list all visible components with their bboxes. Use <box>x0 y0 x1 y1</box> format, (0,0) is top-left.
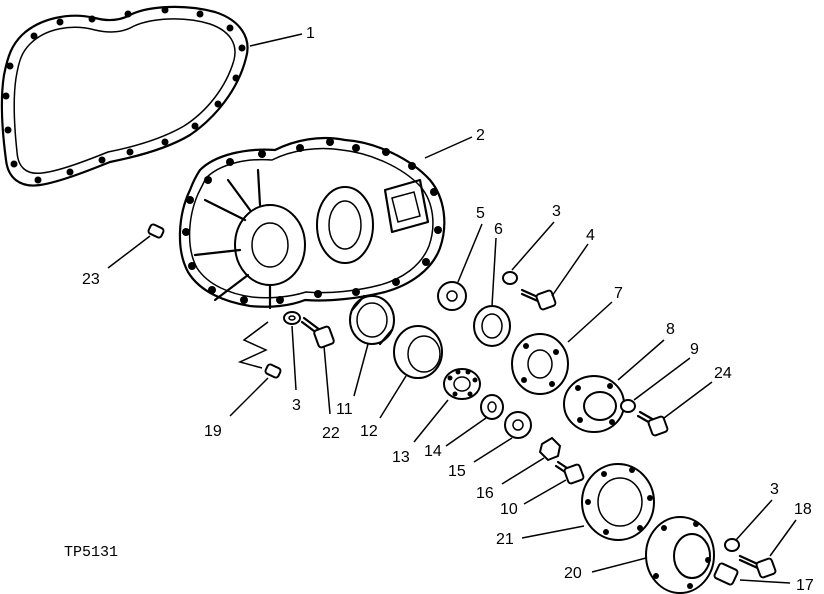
bearing-15 <box>504 411 532 439</box>
callout-4: 4 <box>586 227 595 244</box>
callout-19: 19 <box>204 423 222 440</box>
leader-lines <box>107 33 797 584</box>
callout-3-top: 3 <box>552 203 561 220</box>
callout-3-right: 3 <box>770 481 779 498</box>
callout-7: 7 <box>614 285 623 302</box>
bearing-14 <box>480 394 504 420</box>
callout-3-left: 3 <box>292 397 301 414</box>
callout-13: 13 <box>392 449 410 466</box>
plug-17 <box>713 562 739 586</box>
flange-cap-20 <box>645 516 715 594</box>
bearing-cup-11 <box>349 294 395 346</box>
bearing-cup-6 <box>473 305 511 347</box>
washer-3c <box>724 538 740 552</box>
callout-16: 16 <box>476 485 494 502</box>
callout-23: 23 <box>82 271 100 288</box>
callout-10: 10 <box>500 501 518 518</box>
callout-12: 12 <box>360 423 378 440</box>
callout-15: 15 <box>448 463 466 480</box>
bolt-22 <box>300 316 335 349</box>
bearing-cup-12 <box>393 325 443 379</box>
gasket-ring-21 <box>581 463 655 541</box>
bolt-24 <box>636 410 669 437</box>
figure-code: TP5131 <box>64 544 118 561</box>
callouts: 1 2 3 4 5 6 7 8 9 24 23 3 22 11 12 19 13… <box>82 25 814 594</box>
callout-8: 8 <box>666 321 675 338</box>
washer-3b <box>502 271 518 285</box>
break-line <box>237 321 269 369</box>
washer-9 <box>620 399 636 413</box>
callout-6: 6 <box>494 221 503 238</box>
bolt-10 <box>554 460 585 485</box>
callout-1: 1 <box>306 25 315 42</box>
callout-2: 2 <box>476 127 485 144</box>
washer-3a <box>283 311 301 325</box>
callout-21: 21 <box>496 531 514 548</box>
callout-11: 11 <box>336 401 353 418</box>
dowel-pin-19 <box>264 363 282 379</box>
bolt-4 <box>520 288 557 311</box>
bearing-cone-13 <box>443 368 481 400</box>
callout-24: 24 <box>714 365 732 382</box>
callout-22: 22 <box>322 425 340 442</box>
callout-17: 17 <box>796 577 814 594</box>
bolt-18 <box>738 554 777 579</box>
bearing-cone-5 <box>437 281 467 311</box>
callout-14: 14 <box>424 443 442 460</box>
gasket-part <box>0 5 249 187</box>
dowel-pin-23 <box>147 223 165 239</box>
callout-9: 9 <box>690 341 699 358</box>
callout-5: 5 <box>476 205 485 222</box>
callout-18: 18 <box>794 501 812 518</box>
gear-housing-cover <box>178 136 446 310</box>
bearing-cap-8 <box>563 375 625 433</box>
callout-20: 20 <box>564 565 582 582</box>
nut-16 <box>538 436 562 462</box>
retainer-7 <box>511 333 569 395</box>
